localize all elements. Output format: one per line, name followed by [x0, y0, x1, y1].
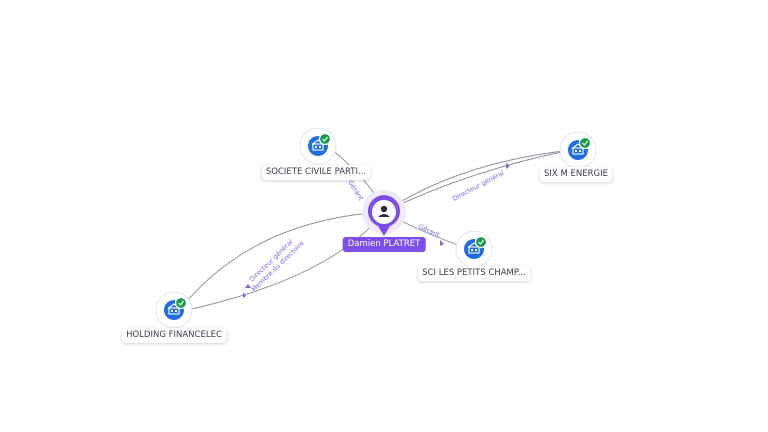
- person-node[interactable]: [362, 190, 406, 236]
- person-label[interactable]: Damien PLATRET: [342, 237, 426, 252]
- edge-holding-financelec-2[interactable]: [177, 211, 385, 313]
- company-node-holding-financelec[interactable]: [155, 291, 193, 329]
- edge-label-gerant-1: Gérant: [346, 179, 365, 203]
- check-icon: [178, 300, 184, 306]
- edge-six-m-energie-2[interactable]: [383, 149, 573, 213]
- company-node-societe-civile[interactable]: [299, 127, 337, 165]
- check-icon: [582, 140, 588, 146]
- company-label-six-m-energie[interactable]: SIX M ENERGIE: [540, 167, 612, 182]
- arrow-sci: [440, 240, 444, 246]
- edge-six-m-energie[interactable]: [383, 149, 573, 213]
- edge-label-membre-holding: Membre du directoire: [250, 239, 306, 293]
- person-icon: [378, 205, 390, 217]
- check-icon: [322, 136, 328, 142]
- arrow-six-m: [506, 163, 510, 169]
- edge-holding-financelec-1[interactable]: [177, 211, 385, 313]
- company-node-six-m-energie[interactable]: [559, 131, 597, 169]
- company-label-sci-petits-champs[interactable]: SCI LES PETITS CHAMP...: [418, 266, 530, 281]
- arrowheads: [243, 163, 510, 298]
- arrow-holding-2: [243, 292, 246, 298]
- company-label-holding-financelec[interactable]: HOLDING FINANCELEC: [122, 328, 226, 343]
- arrow-holding-1: [245, 284, 251, 288]
- company-node-sci-petits-champs[interactable]: [455, 230, 493, 268]
- company-label-societe-civile[interactable]: SOCIETE CIVILE PARTI...: [261, 165, 371, 180]
- check-icon: [478, 239, 484, 245]
